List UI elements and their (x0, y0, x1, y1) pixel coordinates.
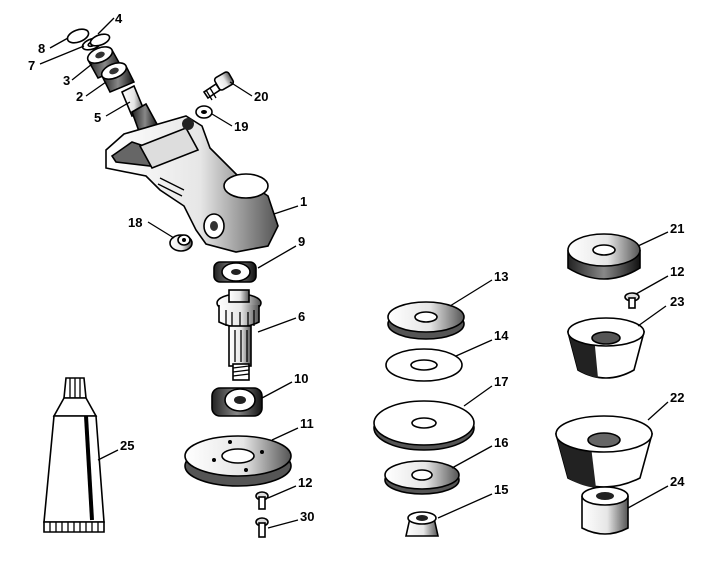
circlip-part (66, 28, 90, 44)
nut-part-15 (405, 511, 439, 537)
part-label-12-right: 12 (670, 264, 684, 279)
bearing-part-10 (211, 387, 263, 417)
plug-part-18 (169, 234, 193, 252)
part-label-13: 13 (494, 269, 508, 284)
cup-part-23 (566, 317, 646, 379)
part-label-9: 9 (298, 234, 305, 249)
part-label-15: 15 (494, 482, 508, 497)
bearing-part-9 (213, 261, 257, 283)
screw-part-30 (255, 517, 269, 538)
part-label-4: 4 (115, 11, 123, 26)
part-label-8: 8 (38, 41, 45, 56)
part-label-23: 23 (670, 294, 684, 309)
part-label-1: 1 (300, 194, 307, 209)
grease-tube-part (43, 377, 105, 533)
part-label-24: 24 (670, 474, 685, 489)
screw-part-12-right (624, 292, 640, 309)
disc-part-14 (385, 348, 463, 382)
part-label-22: 22 (670, 390, 684, 405)
part-label-2: 2 (76, 89, 83, 104)
bearing-part-lower (100, 62, 136, 93)
thrust-plate-part (184, 435, 292, 487)
disc-part-16 (384, 460, 460, 495)
dome-part-21 (567, 233, 641, 280)
part-label-25: 25 (120, 438, 134, 453)
part-label-14: 14 (494, 328, 509, 343)
part-label-17: 17 (494, 374, 508, 389)
part-label-10: 10 (294, 371, 308, 386)
cup-part-22 (554, 415, 654, 488)
part-label-5: 5 (94, 110, 101, 125)
part-label-12-left: 12 (298, 475, 312, 490)
part-labels: 1 2 3 4 5 6 7 8 9 10 11 12 12 13 14 15 1… (28, 11, 685, 524)
part-label-30: 30 (300, 509, 314, 524)
part-label-16: 16 (494, 435, 508, 450)
part-label-19: 19 (234, 119, 248, 134)
part-label-21: 21 (670, 221, 684, 236)
bush-part-24 (581, 486, 629, 535)
part-label-11: 11 (300, 416, 314, 431)
gear-housing-part (105, 115, 279, 253)
disc-part-17 (373, 400, 475, 451)
screw-part-20 (202, 71, 235, 101)
leader-lines (39, 17, 669, 529)
part-label-3: 3 (63, 73, 70, 88)
washer-part-19 (195, 105, 213, 119)
part-label-20: 20 (254, 89, 268, 104)
shaft-part (216, 289, 262, 381)
part-label-18: 18 (128, 215, 142, 230)
screw-part-12-left (255, 491, 269, 510)
part-label-7: 7 (28, 58, 35, 73)
ring-part (89, 33, 111, 47)
thrust-washer-part-13 (387, 301, 465, 340)
part-label-6: 6 (298, 309, 305, 324)
